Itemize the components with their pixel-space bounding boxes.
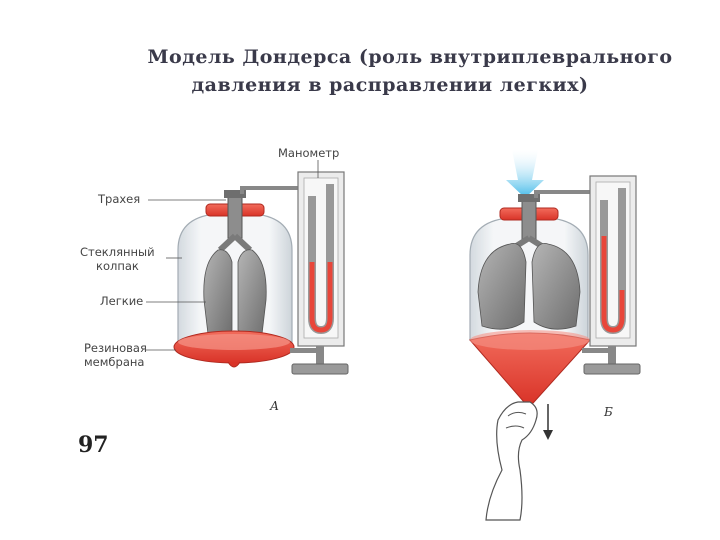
- pull-down-arrow: [543, 404, 553, 440]
- manometer-a: [290, 172, 348, 374]
- label-panel-a: А: [269, 399, 279, 413]
- label-membrane-line1: Резиновая: [84, 341, 147, 355]
- label-panel-b: Б: [603, 405, 613, 419]
- page-number: 97: [78, 432, 109, 458]
- label-lungs: Легкие: [100, 294, 143, 308]
- manometer-b: [582, 176, 640, 374]
- label-manometer: Манометр: [278, 146, 339, 160]
- label-trachea: Трахея: [97, 192, 140, 206]
- label-membrane-line2: мембрана: [84, 355, 144, 369]
- label-jar-line1: Стеклянный: [80, 245, 155, 259]
- trachea-b: [522, 196, 536, 240]
- hand-b: [486, 402, 537, 520]
- apparatus-b: [470, 150, 640, 520]
- label-jar-line2: колпак: [96, 259, 139, 273]
- trachea-a: [228, 192, 242, 238]
- apparatus-a: [174, 172, 348, 374]
